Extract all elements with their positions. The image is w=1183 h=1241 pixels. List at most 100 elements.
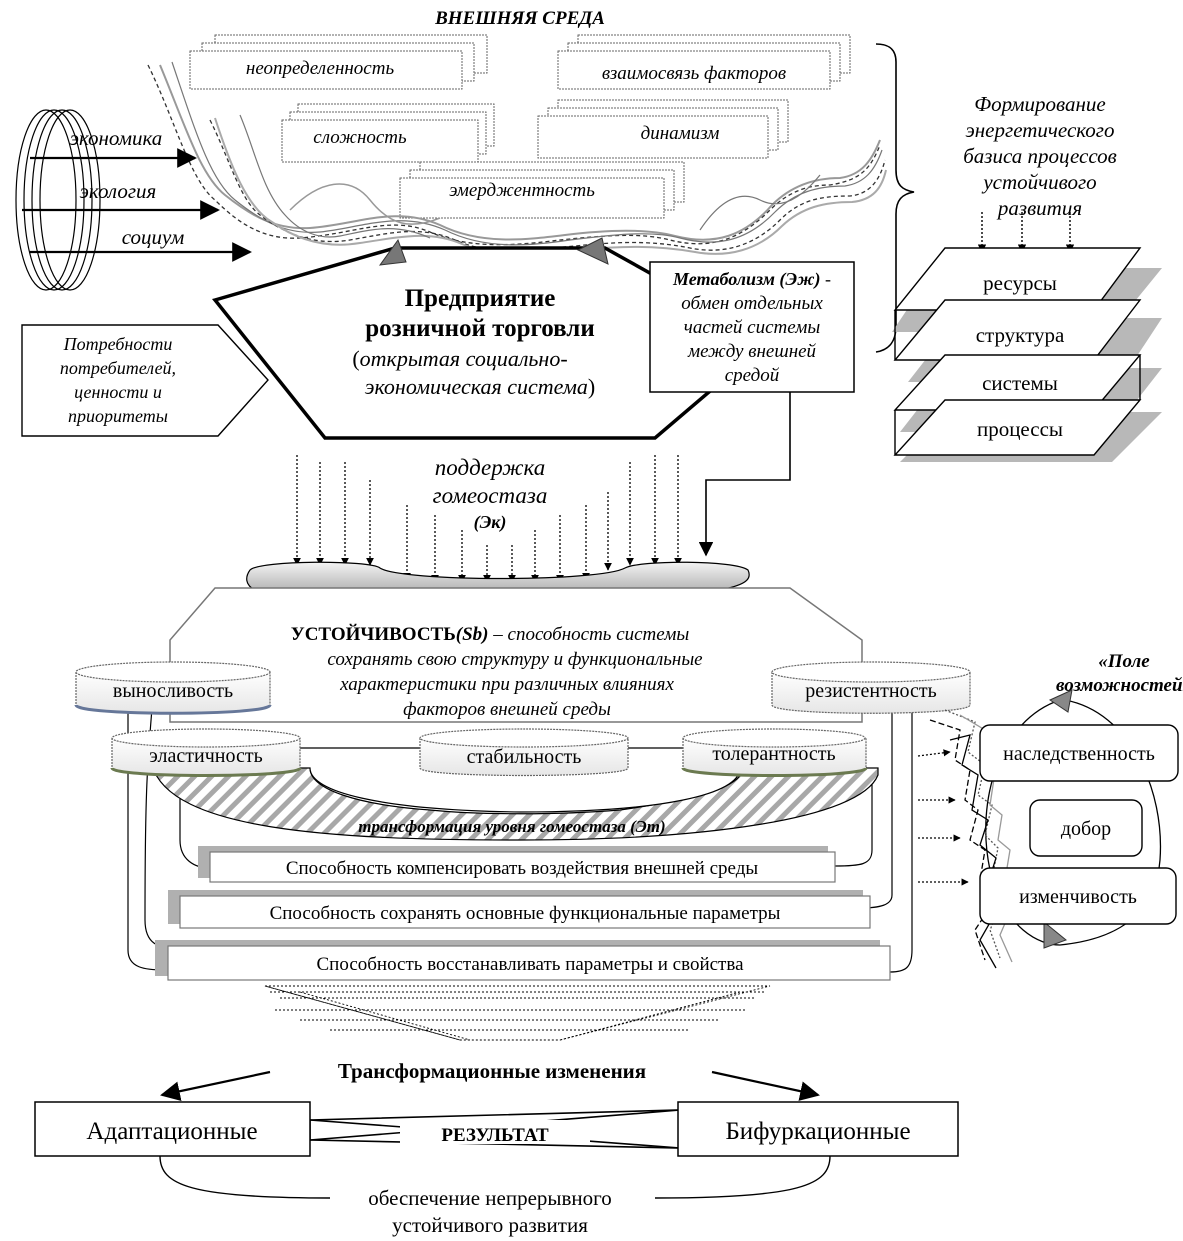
svg-text:наследственность: наследственность xyxy=(1003,743,1155,765)
metabolism-box xyxy=(649,261,855,393)
ability-preserve: Способность сохранять основные функциона… xyxy=(168,890,871,929)
svg-text:Метаболизм (Эж) -: Метаболизм (Эж) - xyxy=(672,269,831,290)
homeostasis-arrows xyxy=(293,455,682,583)
needs-box xyxy=(21,324,269,437)
svg-text:стабильность: стабильность xyxy=(467,746,582,768)
svg-text:ценности и: ценности и xyxy=(74,382,162,402)
svg-text:потребителей,: потребителей, xyxy=(60,358,176,378)
svg-text:обмен отдельных: обмен отдельных xyxy=(681,293,823,314)
property-stability: стабильность xyxy=(419,728,629,777)
svg-text:обеспечение непрерывного: обеспечение непрерывного xyxy=(368,1186,612,1210)
svg-text:базиса процессов: базиса процессов xyxy=(963,144,1117,168)
enterprise-arrowhead-right xyxy=(576,237,609,265)
factor-card-emergence: эмерджентность xyxy=(399,161,685,219)
svg-text:Потребности: Потребности xyxy=(63,334,173,354)
possibilities-arrowhead-bottom xyxy=(1043,920,1067,949)
svg-text:сложность: сложность xyxy=(313,127,407,148)
svg-text:Адаптационные: Адаптационные xyxy=(86,1118,257,1145)
layer-processes: процессы xyxy=(977,417,1063,441)
outcome-text: обеспечение непрерывного устойчивого раз… xyxy=(368,1186,612,1237)
layer-structure: структура xyxy=(976,323,1065,347)
needs-text: Потребности потребителей, ценности и при… xyxy=(60,334,176,426)
property-tolerance: толерантность xyxy=(681,728,868,777)
svg-text:(Эк): (Эк) xyxy=(474,512,507,533)
arrow-to-bifurcation xyxy=(711,1070,820,1101)
svg-text:Бифуркационные: Бифуркационные xyxy=(725,1118,910,1145)
input-ecology-label: экология xyxy=(80,179,157,203)
environment-title: ВНЕШНЯЯ СРЕДА xyxy=(434,8,605,29)
energy-basis-arrows xyxy=(977,212,1075,253)
ability-restore: Способность восстанавливать параметры и … xyxy=(155,940,891,981)
layer-resources: ресурсы xyxy=(983,271,1057,295)
property-elasticity: эластичность xyxy=(110,728,302,777)
outcome-bracket-left xyxy=(159,1155,331,1199)
svg-text:эластичность: эластичность xyxy=(149,745,262,767)
svg-text:Предприятие: Предприятие xyxy=(405,285,556,312)
homeostasis-label: поддержка гомеостаза (Эк) xyxy=(433,455,548,533)
possibilities-title: «Поле возможностей» xyxy=(1056,651,1183,696)
result-label: РЕЗУЛЬТАТ xyxy=(441,1125,549,1146)
bowl-inner xyxy=(309,767,741,813)
layer-systems: системы xyxy=(982,371,1058,395)
svg-text:средой: средой xyxy=(725,365,780,386)
metabolism-connector xyxy=(698,392,791,557)
arrow-to-adaptive xyxy=(160,1070,271,1101)
enterprise-subtitle-line1: (открытая социально- xyxy=(352,346,567,371)
possibility-selection: добор xyxy=(1029,799,1143,857)
environment-inputs-lens xyxy=(15,109,101,291)
factor-card-dynamism: динамизм xyxy=(537,99,789,159)
transformation-label: трансформация уровня гомеостаза (Эт) xyxy=(358,817,665,836)
transformation-funnel xyxy=(264,985,771,1041)
svg-text:Способность компенсировать воз: Способность компенсировать воздействия в… xyxy=(286,858,759,879)
svg-text:частей системы: частей системы xyxy=(684,317,821,338)
svg-text:динамизм: динамизм xyxy=(641,123,720,144)
svg-text:устойчивого развития: устойчивого развития xyxy=(392,1213,588,1237)
changes-title: Трансформационные изменения xyxy=(338,1059,646,1083)
metabolism-text: Метаболизм (Эж) - обмен отдельных частей… xyxy=(672,269,831,386)
svg-text:взаимосвязь факторов: взаимосвязь факторов xyxy=(602,63,786,84)
energy-basis-title: Формирование энергетического базиса проц… xyxy=(963,92,1117,220)
svg-text:поддержка: поддержка xyxy=(435,455,545,480)
svg-text:эмерджентность: эмерджентность xyxy=(449,180,595,201)
factor-card-interrelation: взаимосвязь факторов xyxy=(557,34,851,90)
enterprise-arrowhead-left xyxy=(378,238,407,266)
svg-text:изменчивость: изменчивость xyxy=(1019,886,1137,908)
svg-text:гомеостаза: гомеостаза xyxy=(433,483,548,508)
adaptive-box: Адаптационные xyxy=(34,1101,311,1157)
bifurcation-box: Бифуркационные xyxy=(677,1101,959,1157)
possibility-heredity: наследственность xyxy=(979,724,1179,782)
input-economy-label: экономика xyxy=(70,126,163,150)
svg-text:Способность восстанавливать па: Способность восстанавливать параметры и … xyxy=(317,954,745,975)
result-label-bg xyxy=(400,1120,590,1144)
svg-text:сохранять свою структуру и фун: сохранять свою структуру и функциональны… xyxy=(327,649,702,670)
svg-text:энергетического: энергетического xyxy=(966,118,1115,142)
factor-card-complexity: сложность xyxy=(281,103,495,163)
svg-text:устойчивого: устойчивого xyxy=(981,170,1096,194)
energy-layers: ресурсы структура системы процессы xyxy=(892,247,1162,462)
environment-waves xyxy=(147,61,887,255)
svg-text:добор: добор xyxy=(1061,818,1111,840)
possibility-variability: изменчивость xyxy=(979,867,1177,925)
svg-text:розничной торговли: розничной торговли xyxy=(365,315,594,342)
svg-text:УСТОЙЧИВОСТЬ(Sb) – способность: УСТОЙЧИВОСТЬ(Sb) – способность системы xyxy=(291,623,690,645)
svg-text:между внешней: между внешней xyxy=(687,341,817,362)
svg-text:резистентность: резистентность xyxy=(805,680,937,702)
input-society-label: социум xyxy=(122,225,185,249)
stability-definition: УСТОЙЧИВОСТЬ(Sb) – способность системы с… xyxy=(291,623,703,720)
ability-compensate: Способность компенсировать воздействия в… xyxy=(198,846,836,883)
enterprise-subtitle-line2: экономическая система) xyxy=(365,374,595,399)
svg-text:«Поле: «Поле xyxy=(1098,651,1150,672)
svg-text:факторов внешней среды: факторов внешней среды xyxy=(403,699,611,720)
svg-text:Формирование: Формирование xyxy=(974,92,1105,116)
svg-text:неопределенность: неопределенность xyxy=(246,58,395,79)
factor-card-uncertainty: неопределенность xyxy=(189,34,488,90)
enterprise-title: Предприятие розничной торговли xyxy=(365,285,594,342)
svg-text:толерантность: толерантность xyxy=(712,743,835,765)
possibilities-arrowhead-top xyxy=(1048,689,1073,713)
outcome-bracket-right xyxy=(654,1155,831,1199)
svg-text:Способность сохранять основные: Способность сохранять основные функциона… xyxy=(270,903,781,924)
svg-text:развития: развития xyxy=(996,196,1082,220)
property-endurance: выносливость xyxy=(74,661,272,715)
svg-text:приоритеты: приоритеты xyxy=(68,406,168,426)
